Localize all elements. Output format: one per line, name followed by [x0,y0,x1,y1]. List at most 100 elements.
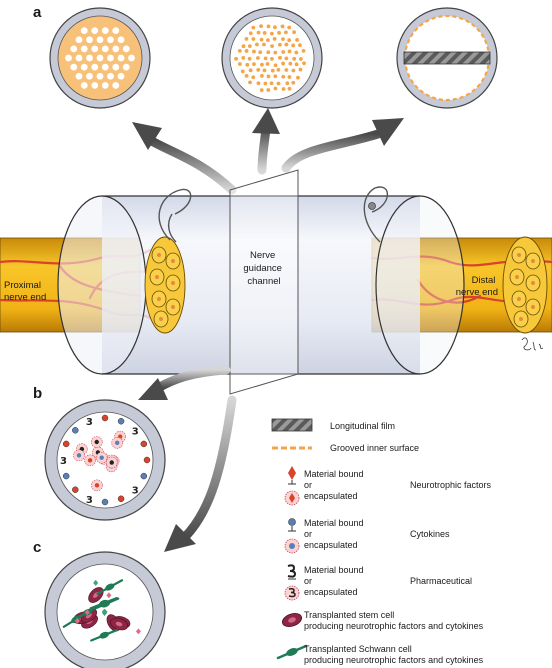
dot [291,68,296,73]
dot [248,80,252,85]
legend-schwann-cell-line-2: producing neurotrophic factors and cytok… [304,655,484,665]
legend-pharmaceutical-material: Material bound or encapsulated [304,565,366,597]
legend-stem-cell-icon [281,613,303,627]
axon [157,253,161,257]
dot [287,49,292,54]
pore [101,27,109,34]
dot [273,74,278,79]
dot [288,61,293,66]
axon [531,305,535,309]
arrow-to-panel-b [138,365,231,400]
secreted-factor [135,628,141,635]
legend-pharmaceutical-material-2: or [304,576,312,586]
cross-section-film-grooved [396,7,498,109]
neurotrophic-molecule [62,440,70,448]
dot [277,42,282,47]
cytokine-molecule [117,417,125,425]
dot [241,44,246,49]
dot [287,25,292,30]
pore [80,45,88,53]
dot [252,62,256,67]
dot [281,37,285,41]
legend-cytokine-material: Material bound or encapsulated [304,518,366,550]
dot [234,56,238,61]
dot [298,67,303,72]
legend-film-swatch [271,418,313,432]
dot [244,49,249,53]
dot [291,80,296,85]
dot [284,42,289,47]
dot [266,88,271,92]
legend-neurotrophic-material-1: Material bound [304,469,364,479]
dot [256,67,261,72]
molecule-core [114,440,120,446]
dot [292,30,296,35]
dot [260,62,264,67]
channel-label: Nerve guidance channel [243,250,284,287]
legend-cytokine-label: Cytokines [410,529,450,539]
pore [122,63,130,71]
dot [280,24,285,29]
arrow-to-film-grooved [281,118,404,173]
pharma-molecule: 3 [132,486,139,497]
pore [112,82,120,89]
pore [75,72,83,80]
distal-label-line-2: nerve end [456,287,498,298]
pore [101,63,109,71]
dot [263,81,268,86]
dot [259,37,264,42]
dot [298,57,303,61]
dot [256,30,261,35]
molecule-core [87,458,93,463]
pore [80,63,88,71]
dot [247,44,252,49]
pore [107,72,114,80]
legend-cytokine-material-2: or [304,529,312,539]
dot [260,73,264,78]
legend-schwann-cell-label: Transplanted Schwann cell producing neur… [304,644,484,665]
neurotrophic-molecule [140,440,148,448]
dot [294,50,299,55]
dot [273,63,278,68]
panel-label-b: b [33,385,42,402]
pore [112,63,120,71]
panel-label-c: c [33,539,41,556]
dot [281,74,286,79]
legend-cytokine-icons [284,518,300,554]
pore [96,36,104,44]
dot [292,56,297,61]
proximal-label: Proximal nerve end [4,280,46,303]
legend-neurotrophic-icons [284,466,300,506]
dot [245,62,250,67]
pore [70,45,78,53]
secreted-factor [101,608,107,615]
neurotrophic-molecule [101,414,109,422]
dot [301,48,306,53]
axon [157,297,161,301]
dot [252,49,256,54]
arrow-to-panel-c [164,395,237,552]
legend-pharmaceutical-label: Pharmaceutical [410,576,472,586]
dot [262,31,267,35]
dot [266,50,271,55]
molecule-core [94,439,99,445]
dot [248,68,253,73]
axon [171,305,175,309]
pharma-molecule: 3 [86,495,93,506]
panel-label-a: a [33,4,42,21]
dot [298,43,302,48]
dot [291,43,296,48]
dot [285,81,290,86]
distal-label: Distal nerve end [456,275,498,298]
dot [281,87,286,91]
neurotrophic-molecule [117,495,125,503]
dot [270,57,274,61]
legend-pharmaceutical-material-3: encapsulated [304,587,358,597]
secreted-factor [106,592,112,599]
pore [91,63,99,71]
dot [256,56,260,60]
axon [517,253,521,257]
legend-pharmaceutical-icons [284,564,300,601]
dot [277,30,282,35]
axon [515,275,519,279]
